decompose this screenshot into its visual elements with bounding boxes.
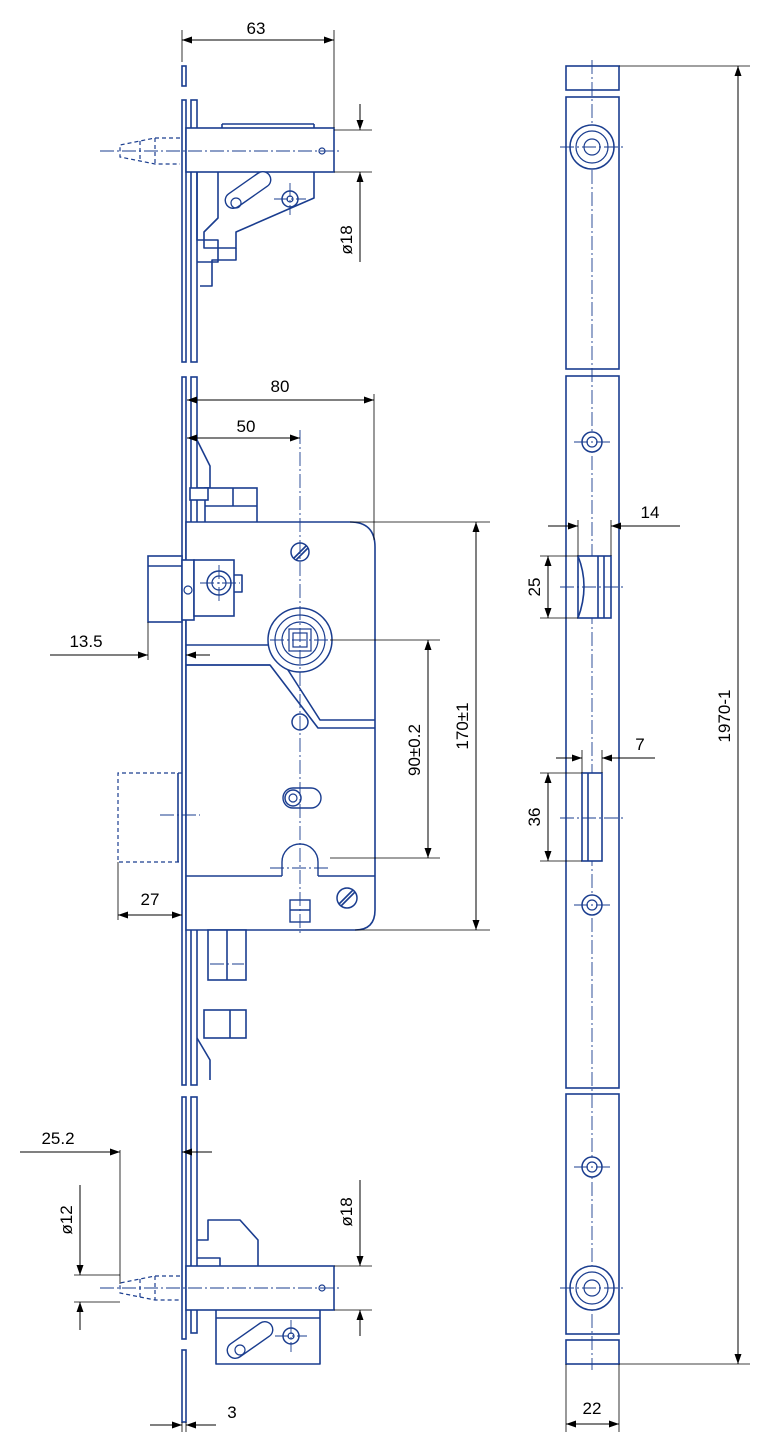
deadbolt (117, 772, 200, 863)
dim-bottom-bolt-offset: 25.2 (41, 1129, 74, 1148)
dim-lock-depth: 80 (271, 377, 290, 396)
dim-deadbolt-projection: 27 (141, 890, 160, 909)
latch (147, 555, 243, 623)
dim-top-bolt-diameter: ø18 (337, 225, 356, 254)
dim-backset: 50 (237, 417, 256, 436)
upper-bracket (189, 439, 258, 525)
front-bottom-bolt (560, 1265, 624, 1311)
dim-case-height: 170±1 (453, 702, 472, 749)
dim-deadbolt-height: 36 (525, 808, 544, 827)
front-deadbolt (560, 772, 625, 862)
dim-latch-projection: 13.5 (69, 632, 102, 651)
bottom-bolt-assembly (100, 1219, 340, 1365)
dim-latch-height: 25 (525, 578, 544, 597)
top-bolt-assembly (100, 123, 340, 287)
front-screw-hole (574, 894, 610, 916)
dim-faceplate-thickness: 3 (227, 1403, 236, 1422)
dim-spindle-to-cylinder: 90±0.2 (405, 724, 424, 776)
front-top-bolt (560, 124, 624, 170)
dim-latch-width: 14 (641, 503, 660, 522)
dim-deadbolt-width: 7 (635, 735, 644, 754)
lock-case (185, 430, 376, 935)
dim-bottom-bolt-diameter: ø12 (57, 1205, 76, 1234)
front-view-dimensions: 14 25 7 36 1970-1 (525, 65, 750, 1432)
dim-top-bolt-length: 63 (247, 19, 266, 38)
front-view: 14 25 7 36 1970-1 (525, 60, 750, 1432)
side-view-dimensions: 63 ø18 80 50 13.5 27 (20, 19, 490, 1432)
front-latch (560, 555, 625, 619)
side-view: 63 ø18 80 50 13.5 27 (20, 19, 490, 1432)
dim-bottom-bolt-head-diameter: ø18 (337, 1197, 356, 1226)
lower-bracket (196, 929, 247, 1080)
dim-total-length: 1970-1 (715, 690, 734, 743)
front-screw-hole (574, 1156, 610, 1178)
dim-faceplate-width: 22 (583, 1399, 602, 1418)
front-screw-hole (574, 431, 610, 453)
